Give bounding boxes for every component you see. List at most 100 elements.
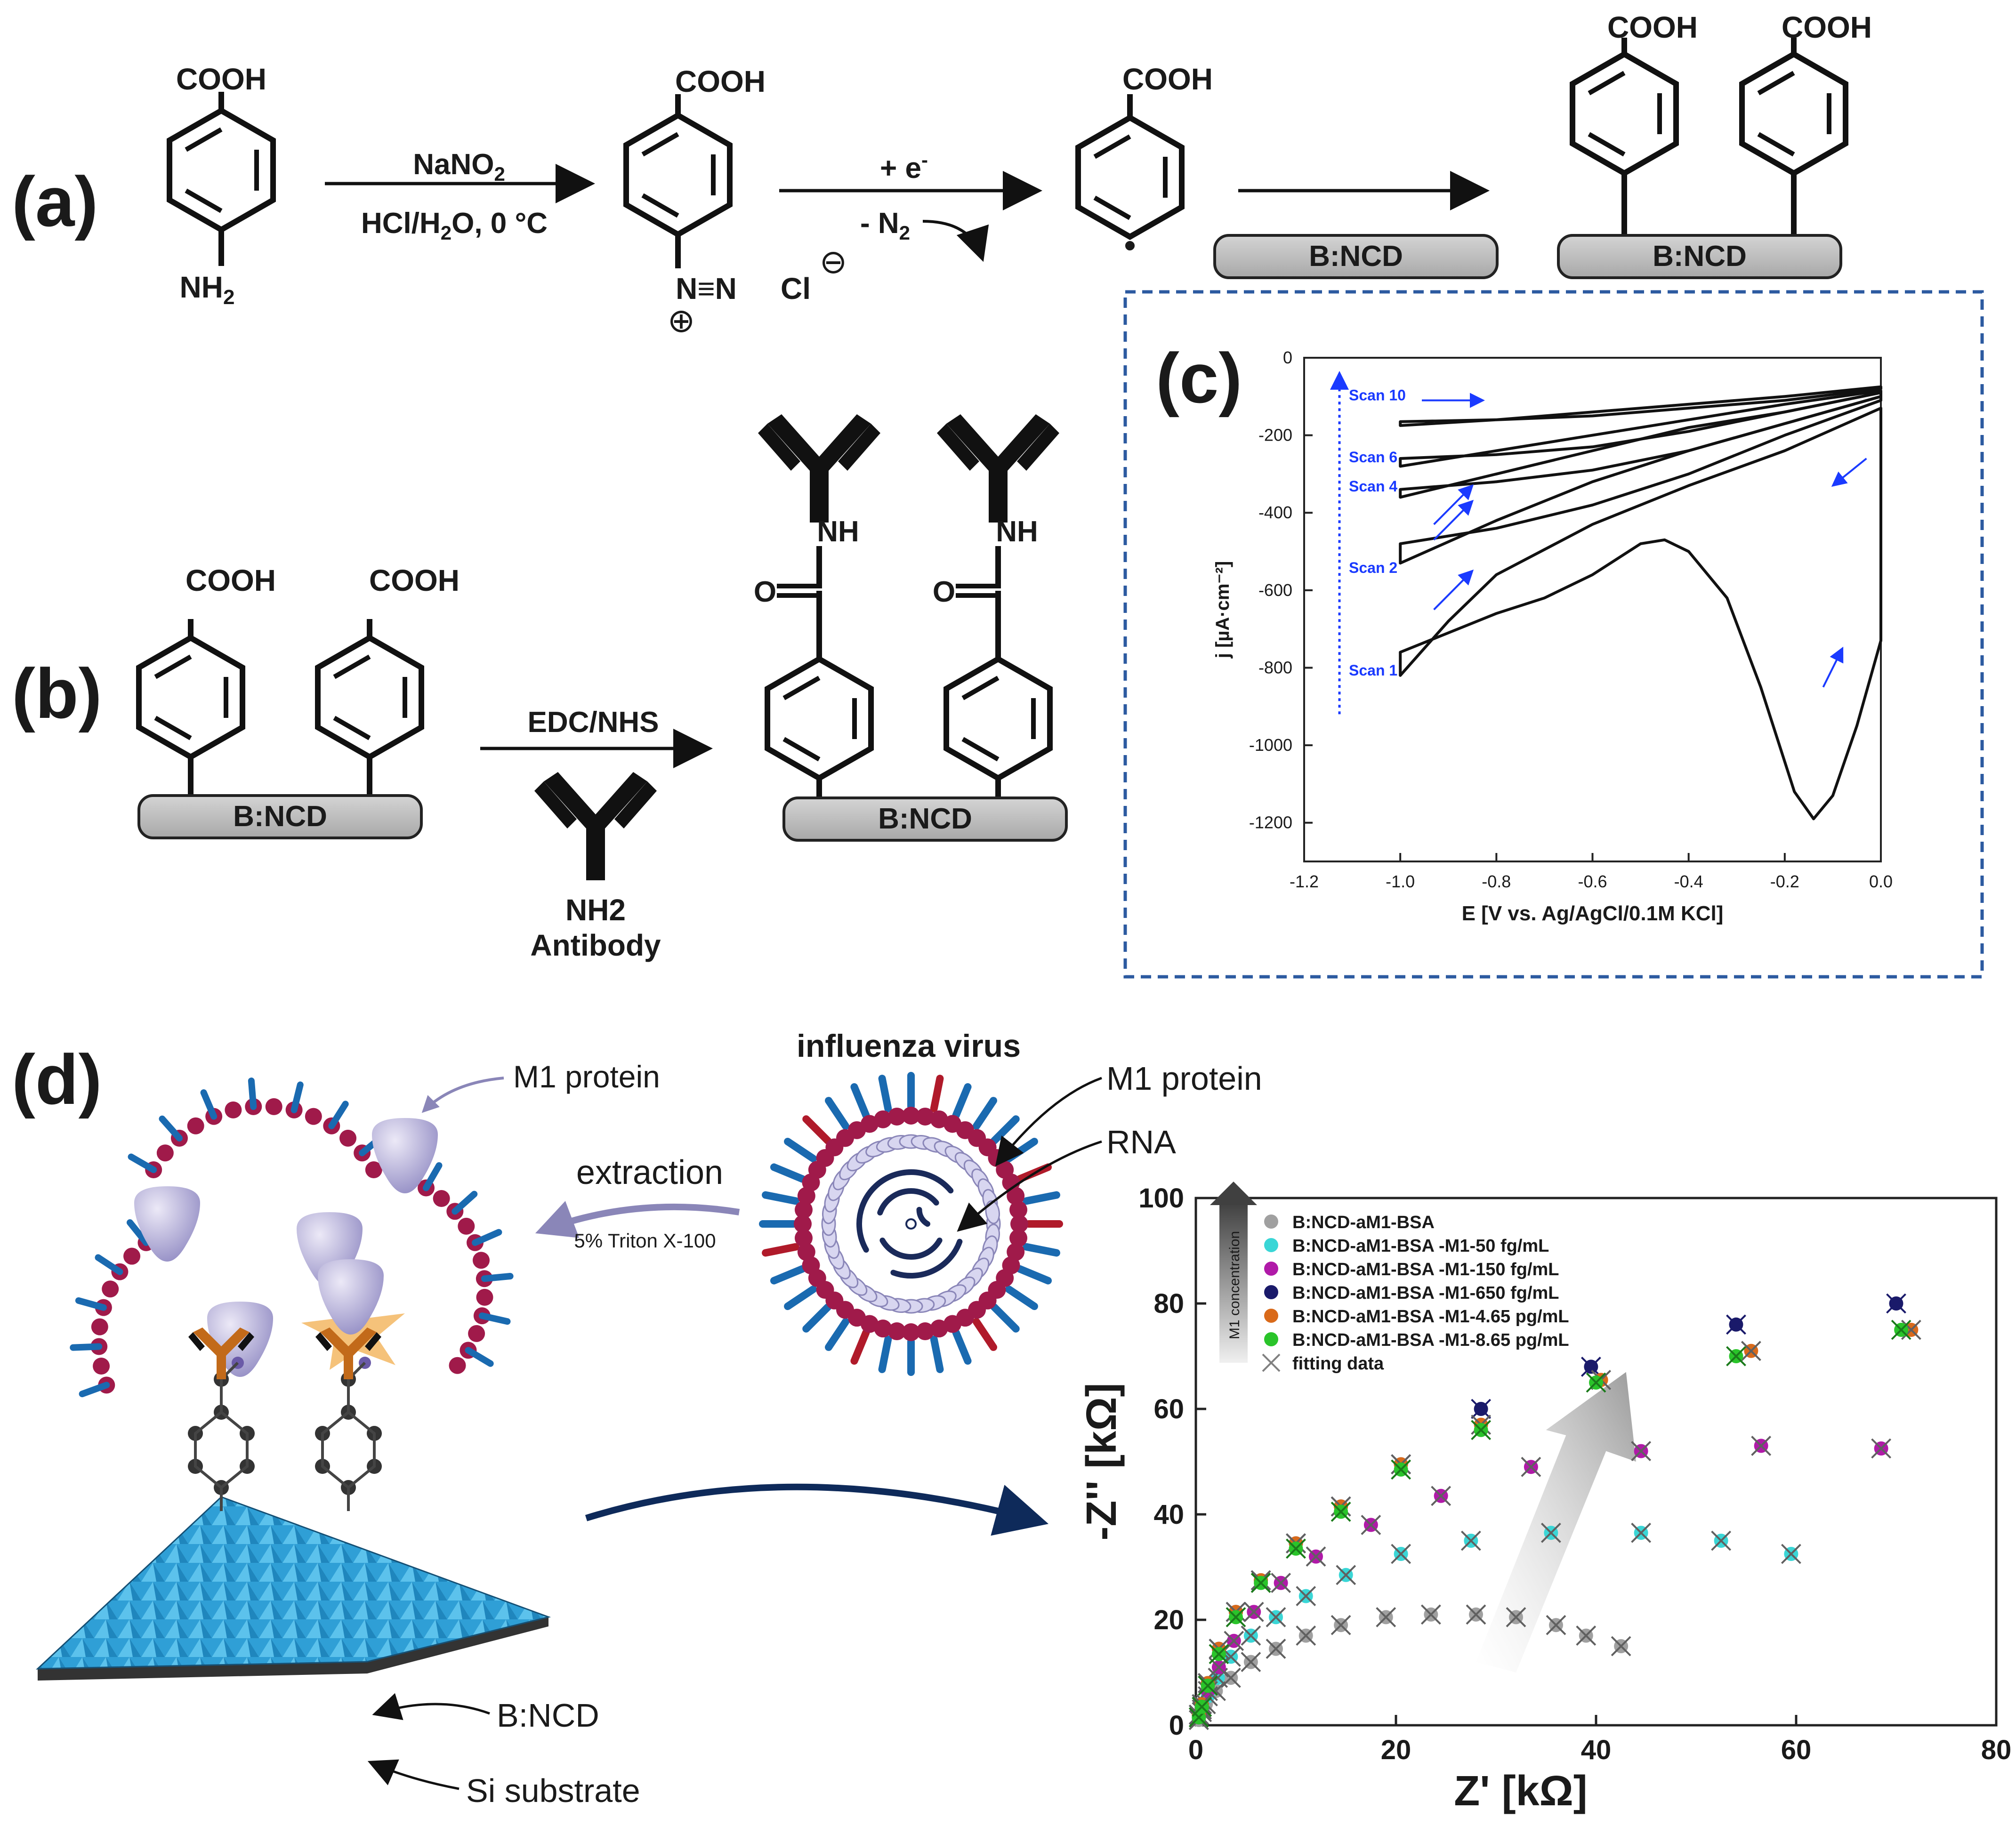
scan-label: Scan 4 xyxy=(1349,478,1397,495)
fit-marker xyxy=(1886,1293,1906,1314)
legend-label: B:NCD-aM1-BSA -M1-650 fg/mL xyxy=(1292,1283,1559,1303)
spike-protein xyxy=(878,1335,892,1373)
fit-marker xyxy=(1391,1459,1411,1480)
panel-c-label: (c) xyxy=(1156,338,1242,418)
lipid-bead xyxy=(1007,1187,1025,1205)
spike-protein xyxy=(70,1343,103,1351)
fit-marker xyxy=(1376,1607,1396,1627)
fit-marker xyxy=(1431,1486,1452,1506)
bncd-electrode xyxy=(782,796,1068,842)
spike-protein xyxy=(128,1153,157,1173)
rna-segment xyxy=(859,1169,954,1209)
y-tick-label: 40 xyxy=(1153,1499,1184,1530)
rna-segment xyxy=(877,1188,939,1216)
fit-marker xyxy=(1336,1565,1356,1585)
legend-marker xyxy=(1264,1215,1278,1229)
cv-series-scan-10 xyxy=(1399,385,1882,427)
y-tick-label: 80 xyxy=(1153,1288,1184,1319)
spike-protein xyxy=(452,1191,478,1215)
lipid-bead xyxy=(187,1117,204,1134)
concentration-arrow-head xyxy=(1210,1182,1257,1205)
legend-marker xyxy=(1264,1238,1278,1252)
spike-protein xyxy=(930,1335,944,1373)
legend-marker xyxy=(1264,1262,1278,1276)
scan-direction-arrow xyxy=(1433,499,1474,541)
fit-marker xyxy=(1471,1420,1492,1440)
panel-d-sensor-scheme: (d) M1 protein extraction 5% Triton X-10… xyxy=(12,1028,1262,1809)
fit-marker xyxy=(1266,1607,1286,1627)
fit-marker xyxy=(1241,1652,1261,1673)
spike-protein xyxy=(990,1303,1020,1333)
influenza-virus-icon xyxy=(759,1072,1063,1376)
x-tick-label: 40 xyxy=(1581,1735,1612,1765)
cooh-label: COOH xyxy=(1782,10,1872,44)
lipid-bead xyxy=(458,1217,475,1235)
legend-marker xyxy=(1264,1285,1278,1299)
aryl-radical-molecule: COOH • xyxy=(1075,62,1213,264)
spike-protein xyxy=(878,1075,892,1112)
fit-marker xyxy=(1540,1522,1561,1543)
fit-marker xyxy=(1209,1644,1229,1665)
lipid-bead xyxy=(874,1110,892,1128)
fit-marker xyxy=(1611,1636,1631,1657)
spike-protein xyxy=(79,1382,110,1398)
spike-protein xyxy=(952,1328,972,1365)
cv-plot-frame xyxy=(1303,357,1882,862)
trend-arrow-icon xyxy=(1476,1372,1636,1673)
fit-marker xyxy=(1781,1544,1801,1564)
scan-direction-arrow xyxy=(1433,569,1474,611)
antibody-functionalized-electrode: NH NH O O B:NCD xyxy=(754,414,1068,842)
cooh-label: COOH xyxy=(675,64,766,98)
bncd-label: B:NCD xyxy=(497,1697,599,1734)
legend-label: B:NCD-aM1-BSA xyxy=(1292,1213,1435,1232)
legend-marker xyxy=(1264,1309,1278,1323)
cv-series-scan-6 xyxy=(1399,389,1882,468)
fit-marker xyxy=(1331,1615,1351,1635)
y-tick-label: -1200 xyxy=(1249,813,1292,832)
fit-marker xyxy=(1192,1697,1212,1717)
spike-protein xyxy=(465,1347,494,1367)
reagent-nano2: NaNO2 xyxy=(413,148,505,185)
bound-m1-protein-icon xyxy=(318,1259,384,1335)
lipid-bead xyxy=(339,1129,357,1147)
lipid-bead xyxy=(102,1280,119,1298)
x-tick-label: 0.0 xyxy=(1869,872,1893,891)
nh2-label: NH2 xyxy=(180,270,235,309)
antibody-icon xyxy=(937,414,1059,523)
y-tick-label: -200 xyxy=(1258,426,1292,445)
rna-core xyxy=(905,1218,917,1230)
fit-marker xyxy=(1420,1604,1441,1625)
legend-fit-marker xyxy=(1262,1353,1281,1372)
fit-marker xyxy=(1460,1530,1481,1551)
scan-direction-arrow xyxy=(1831,458,1867,487)
spike-protein xyxy=(1023,1243,1060,1257)
m1-pointer-arrow xyxy=(995,1077,1102,1166)
spike-protein xyxy=(1005,1285,1038,1311)
legend-label: B:NCD-aM1-BSA -M1-4.65 pg/mL xyxy=(1292,1307,1569,1327)
fit-marker xyxy=(1331,1501,1351,1522)
spike-protein xyxy=(290,1081,304,1113)
spike-protein xyxy=(802,1115,832,1145)
fit-marker xyxy=(1361,1514,1381,1535)
positive-charge-icon: ⊕ xyxy=(668,302,695,339)
diazonium-salt-molecule: COOH N≡N ⊕ Cl ⊖ xyxy=(623,64,847,339)
chloride-label: Cl xyxy=(781,272,811,306)
fit-marker xyxy=(1296,1625,1316,1646)
bncd-electrode xyxy=(1557,234,1842,279)
lipid-bead xyxy=(887,1107,906,1126)
fit-marker xyxy=(1901,1319,1921,1340)
panel-b-antibody-coupling: (b) COOH COOH B:NCD EDC/NHS N xyxy=(12,414,1068,962)
bncd-electrode-label: B:NCD xyxy=(1653,240,1747,273)
fit-marker xyxy=(1296,1586,1316,1607)
bncd-electrode-label: B:NCD xyxy=(1309,240,1403,273)
y-tick-label: 0 xyxy=(1283,348,1292,367)
lipid-bead xyxy=(433,1190,450,1207)
scan-label: Scan 6 xyxy=(1349,449,1397,466)
fit-marker xyxy=(1576,1625,1597,1646)
lipid-bead xyxy=(468,1325,485,1342)
spike-protein xyxy=(478,1312,511,1325)
